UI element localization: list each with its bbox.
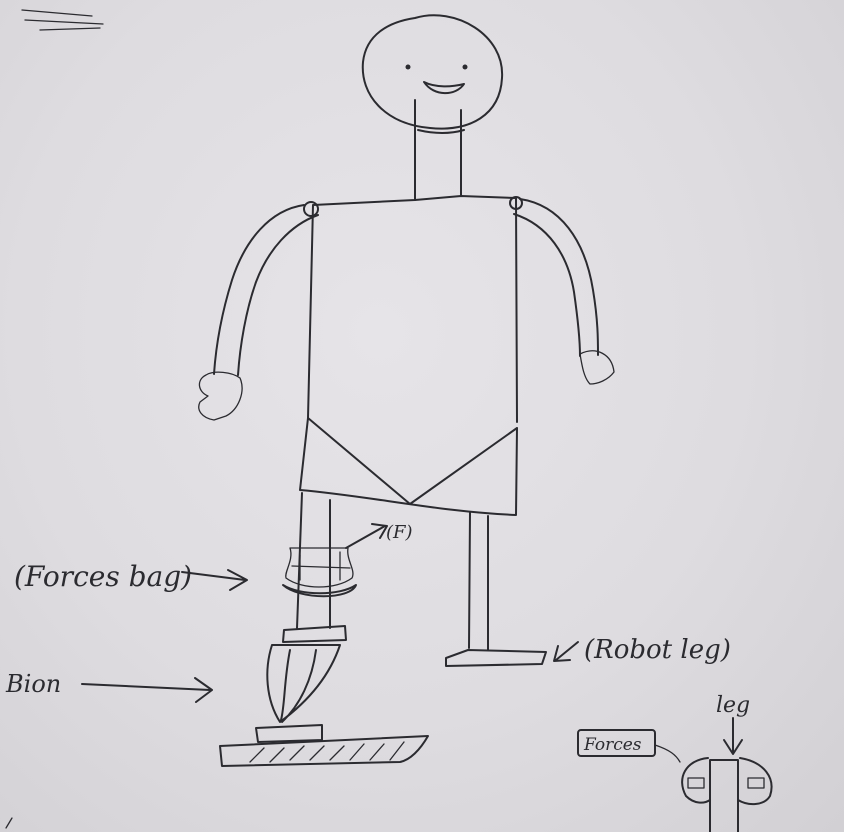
bionic-label: Bion (5, 670, 61, 698)
forces-bag-label: (Forces bag) (14, 560, 192, 593)
forces-bag (286, 548, 353, 587)
left-eye (406, 65, 411, 70)
bionic-arrow (82, 678, 212, 702)
edge-mark (6, 818, 12, 828)
heel-block (256, 725, 322, 742)
force-arrow (346, 524, 387, 548)
left-arm (199, 202, 318, 420)
robot-leg-arrow (554, 642, 578, 661)
force-label: (F) (386, 522, 413, 543)
leg-arrow (724, 718, 742, 754)
right-hand (580, 351, 614, 384)
corner-scribble (22, 10, 103, 30)
leg-label: leg (716, 693, 750, 718)
robot-leg-label: (Robot leg) (584, 635, 731, 665)
left-hand (199, 372, 242, 420)
ankle-socket (283, 626, 346, 642)
torso (300, 196, 517, 515)
neck (415, 100, 464, 200)
head (363, 15, 502, 128)
forces-label: Forces (583, 735, 642, 755)
right-eye (463, 65, 468, 70)
smile (424, 82, 464, 93)
robot-leg (446, 512, 546, 666)
right-arm (510, 197, 614, 384)
bionic-foot-shell (267, 645, 340, 722)
